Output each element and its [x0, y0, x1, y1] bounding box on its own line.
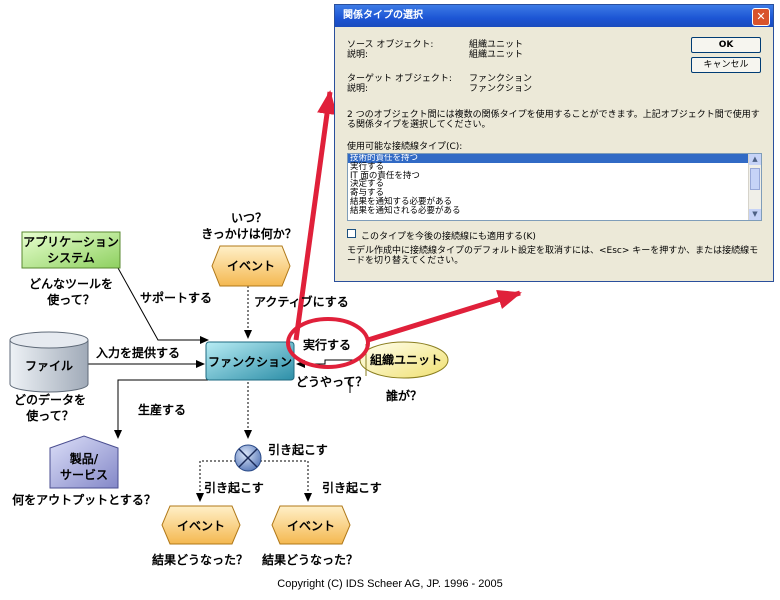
checkbox-label: このタイプを今後の接続線にも適用する(K) — [361, 232, 536, 242]
relation-type-dialog: 関係タイプの選択 ✕ ソース オブジェクト: 組織ユニット 説明: 組織ユニット… — [334, 4, 774, 282]
node-event-top[interactable]: イベント — [211, 245, 291, 287]
message-line2: る関係タイプを選択してください。 — [347, 120, 491, 130]
edge-support-label: サポートする — [140, 290, 212, 305]
q-tool2: 使って？ — [46, 292, 94, 307]
edge-input-label: 入力を提供する — [96, 345, 180, 360]
scroll-up-icon[interactable]: ▲ — [749, 154, 761, 165]
q-data2: 使って？ — [25, 408, 73, 423]
app-system-line1: アプリケーション — [23, 234, 119, 249]
scroll-down-icon[interactable]: ▼ — [749, 209, 761, 220]
list-item[interactable]: 決定する — [350, 179, 385, 190]
ok-button[interactable]: OK — [691, 37, 761, 53]
function-label: ファンクション — [208, 355, 292, 369]
source-desc-value: 組織ユニット — [469, 50, 524, 60]
target-desc-value: ファンクション — [469, 84, 533, 94]
list-label: 使用可能な接続線タイプ(C): — [347, 142, 463, 152]
hint-line1: モデル作成中に接続線タイプのデフォルト設定を取消すには、<Esc> キーを押すか… — [347, 246, 759, 256]
node-xor-operator[interactable] — [234, 444, 262, 472]
source-label: ソース オブジェクト: — [347, 40, 434, 50]
list-scrollbar[interactable]: ▲ ▼ — [748, 154, 761, 220]
list-item[interactable]: 結果を通知する必要がある — [350, 196, 453, 207]
hint-line2: ードを切り替えてください。 — [347, 256, 464, 266]
app-system-line2: システム — [47, 251, 95, 265]
edge-cause-right-line — [260, 460, 312, 502]
q-output: 何をアウトプットとする？ — [12, 492, 156, 507]
list-item[interactable]: IT 面の責任を持つ — [350, 170, 420, 181]
edge-produce-label: 生産する — [138, 402, 186, 417]
edge-produce-line — [114, 379, 208, 439]
list-item[interactable]: 実行する — [350, 161, 385, 172]
node-product-service[interactable]: 製品/ サービス — [49, 435, 119, 489]
highlight-arrow-up — [293, 90, 337, 341]
product-line1: 製品/ — [69, 451, 99, 466]
q-result-right: 結果どうなった？ — [262, 552, 358, 567]
node-event-left[interactable]: イベント — [161, 505, 241, 545]
edge-cause-left-line — [196, 460, 236, 502]
target-desc-label: 説明: — [347, 84, 369, 94]
node-org-unit[interactable]: 組織ユニット — [359, 341, 449, 379]
event-top-label: イベント — [227, 259, 275, 273]
q-who: 誰が？ — [386, 388, 422, 403]
q-trigger: きっかけは何か？ — [201, 226, 297, 241]
list-item[interactable]: 技術的責任を持つ — [348, 154, 761, 163]
edge-cause-left-label: 引き起こす — [204, 480, 264, 495]
target-value: ファンクション — [469, 74, 533, 84]
source-value: 組織ユニット — [469, 40, 524, 50]
message-line1: 2 つのオブジェクト間には複数の関係タイプを使用することができます。上記オブジェ… — [347, 110, 760, 120]
node-file[interactable]: ファイル — [9, 331, 89, 393]
q-how: どうやって？ — [296, 375, 367, 389]
q-tool: どんなツールを — [29, 277, 113, 291]
apply-future-checkbox[interactable] — [347, 229, 356, 238]
close-icon[interactable]: ✕ — [752, 8, 770, 26]
dialog-title: 関係タイプの選択 — [343, 10, 423, 21]
highlight-circle — [286, 317, 370, 369]
target-label: ターゲット オブジェクト: — [347, 74, 452, 84]
copyright: Copyright (C) IDS Scheer AG, JP. 1996 - … — [277, 578, 503, 590]
highlight-arrow-right — [367, 289, 522, 343]
edge-execute-label: 実行する — [303, 337, 351, 352]
cancel-button[interactable]: キャンセル — [691, 57, 761, 73]
edge-support-line — [117, 267, 209, 344]
dialog-titlebar: 関係タイプの選択 ✕ — [335, 5, 773, 27]
product-line2: サービス — [60, 467, 108, 482]
node-function[interactable]: ファンクション — [205, 341, 295, 381]
list-item[interactable]: 寄与する — [350, 188, 385, 199]
source-desc-label: 説明: — [347, 50, 369, 60]
highlight-arrows — [293, 90, 522, 343]
node-application-system[interactable]: アプリケーション システム — [21, 231, 121, 269]
org-unit-label: 組織ユニット — [370, 352, 442, 367]
q-result-left: 結果どうなった？ — [152, 552, 248, 567]
edge-activate-label: アクティブにする — [254, 294, 349, 309]
node-event-right[interactable]: イベント — [271, 505, 351, 545]
edge-cause-right-label: 引き起こす — [322, 480, 382, 495]
file-label: ファイル — [25, 359, 73, 373]
event-left-label: イベント — [177, 519, 225, 533]
event-right-label: イベント — [287, 519, 335, 533]
scroll-thumb[interactable] — [750, 168, 760, 190]
list-item[interactable]: 結果を通知される必要がある — [350, 205, 461, 216]
q-data: どのデータを — [14, 392, 86, 407]
q-when: いつ？ — [231, 211, 267, 225]
edge-cause-main-label: 引き起こす — [268, 442, 328, 457]
